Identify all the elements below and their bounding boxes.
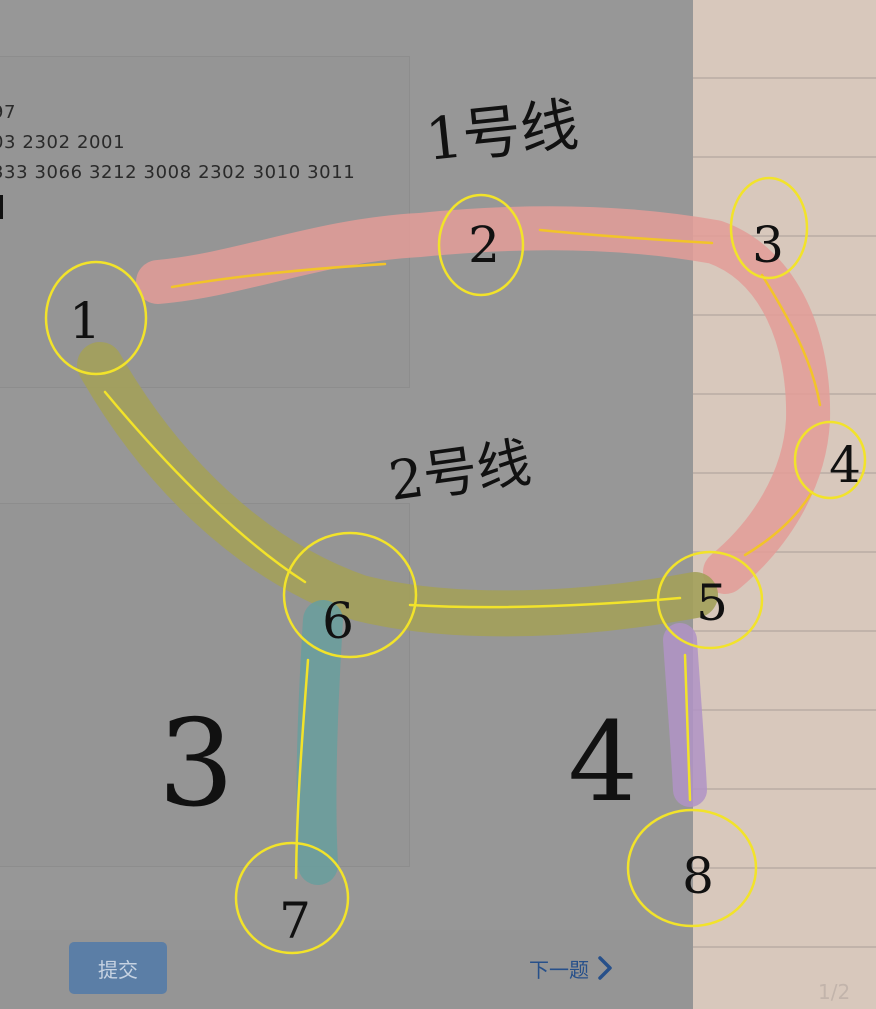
edge-1-6 [103,390,307,584]
station-circle-7 [234,841,350,955]
line4-label: 4 [568,698,638,826]
edge-1-2 [170,262,387,289]
station-label-5: 5 [696,574,728,632]
station-circle-8 [626,808,758,928]
station-label-8: 8 [682,847,714,905]
station-label-4: 4 [829,436,861,494]
station-label-6: 6 [322,592,354,650]
edge-5-8 [683,653,692,802]
station-circle-1 [44,260,148,376]
line2-highlight [77,342,718,637]
station-circle-4 [793,420,867,500]
next-question-label: 下一题 [529,957,589,982]
edge-4-5 [743,490,814,557]
notepaper-lines [693,77,876,948]
line1-label: 1号线 [422,90,581,174]
edge-6-7 [294,658,310,880]
line2-label: 2号线 [385,431,535,513]
station-label-2: 2 [468,216,500,274]
station-circle-3 [729,176,809,280]
edge-mark [0,195,3,219]
submit-button[interactable]: 提交 [69,942,167,994]
station-label-7: 7 [279,892,311,950]
next-question-link[interactable]: 下一题 [529,952,615,984]
edge-2-3 [538,228,714,245]
data-line-2: 03 2302 2001 [0,132,126,153]
station-circle-5 [656,550,764,650]
station-label-3: 3 [752,216,784,274]
line1-highlight [136,206,831,594]
question-card: 97 03 2302 2001 333 3066 3212 3008 2302 … [0,56,410,388]
data-line-1: 97 [0,102,17,123]
chevron-right-icon [598,956,612,980]
edge-6-5 [408,596,682,609]
edge-3-4 [760,273,822,407]
station-circle-2 [437,193,525,297]
answer-card [0,503,410,867]
data-line-3: 333 3066 3212 3008 2302 3010 3011 [0,162,356,183]
station-label-1: 1 [69,292,101,350]
page-indicator: 1/2 [818,980,851,1004]
line3-label: 3 [158,695,234,834]
station-circle-6 [282,531,418,659]
line3-highlight [296,600,343,885]
